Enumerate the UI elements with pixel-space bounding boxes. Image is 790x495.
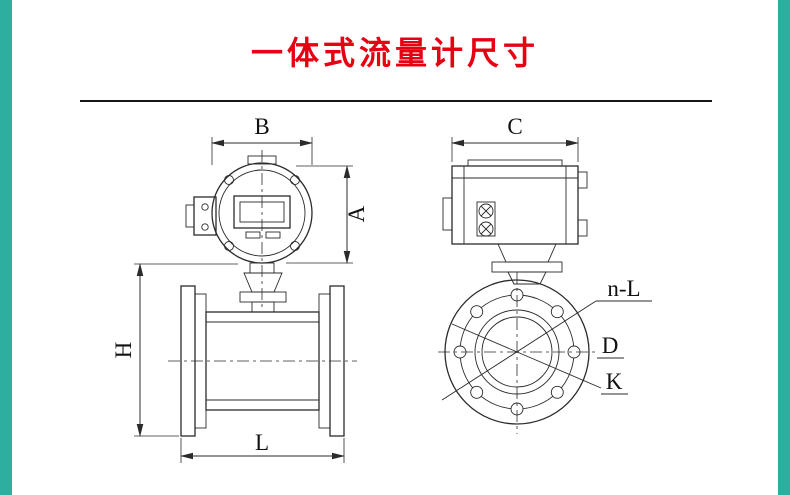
- terminal-box-step: [185, 204, 195, 228]
- right-accent-bar: [778, 0, 790, 495]
- housing-top-cap: [467, 159, 563, 167]
- side-view: C n-L D K: [438, 114, 652, 434]
- neck-taper: [243, 272, 283, 293]
- dimension-L: L: [180, 430, 345, 463]
- coil-housing: [205, 311, 320, 411]
- dim-label-A: A: [344, 205, 369, 222]
- flow-tube-front: [168, 150, 357, 437]
- housing-left-step: [442, 197, 453, 231]
- cable-gland-cross: [480, 223, 492, 235]
- head-lug: [290, 175, 300, 185]
- bolt-circle-leader-line: [451, 323, 602, 389]
- dimension-C: C: [451, 114, 579, 162]
- head-inner-ring: [218, 169, 306, 257]
- dim-label-B: B: [254, 114, 269, 139]
- dim-label-nL: n-L: [607, 276, 640, 301]
- neck-taper-side: [497, 243, 557, 263]
- head-lug: [290, 241, 300, 251]
- neck-flange-side: [491, 261, 563, 273]
- dimension-A: A: [286, 165, 369, 264]
- terminal-screw: [201, 223, 209, 231]
- neck-stem: [251, 301, 275, 313]
- dim-label-L: L: [255, 430, 269, 455]
- front-view: B A H L: [111, 114, 369, 463]
- label-diameter: D: [597, 333, 624, 359]
- neck-side: [491, 243, 563, 285]
- dimension-H: H: [111, 263, 238, 437]
- cable-gland: [478, 221, 494, 237]
- housing-tab: [577, 171, 588, 189]
- cable-gland-cross: [480, 205, 492, 217]
- dim-label-H: H: [111, 342, 136, 359]
- bolt-leader-line: [441, 300, 597, 401]
- dim-label-K: K: [606, 369, 623, 394]
- bolt-hole: [470, 385, 484, 399]
- bolt-hole: [550, 305, 564, 319]
- page-title: 一体式流量计尺寸: [250, 35, 539, 71]
- transmitter-head-front: [185, 155, 313, 264]
- transmitter-side: [442, 159, 588, 245]
- label-bolt-spec: n-L: [596, 276, 652, 302]
- head-button: [245, 231, 261, 239]
- neck-front: [239, 262, 287, 313]
- dim-label-D: D: [602, 333, 619, 358]
- dim-label-C: C: [507, 114, 522, 139]
- bolt-hole: [550, 385, 564, 399]
- neck-stem-side: [507, 271, 547, 285]
- head-lug: [224, 241, 234, 251]
- terminal-screw: [201, 203, 209, 211]
- label-bolt-circle: K: [601, 369, 628, 395]
- bolt-hole: [470, 305, 484, 319]
- head-button: [265, 231, 281, 239]
- cable-gland: [478, 203, 494, 219]
- left-accent-bar: [0, 0, 12, 495]
- flange-face: [438, 272, 602, 434]
- housing-tab: [577, 219, 588, 237]
- dimension-B: B: [211, 114, 313, 165]
- neck-flange: [239, 291, 287, 303]
- head-lug: [224, 175, 234, 185]
- title-separator-line: [80, 100, 712, 102]
